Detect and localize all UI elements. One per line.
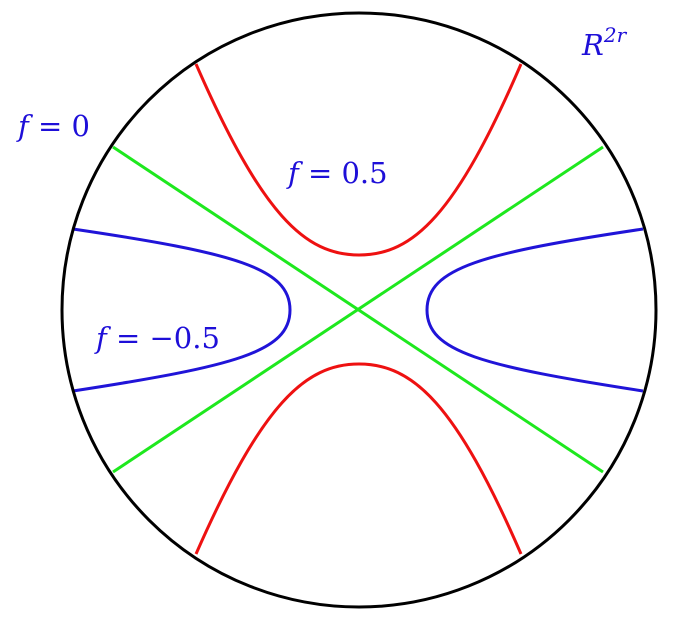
f-positive-label: f = 0.5	[286, 156, 388, 190]
negative-level-curve-right	[425, 227, 644, 393]
zero-level-line-2	[112, 145, 604, 474]
f-zero-label: f = 0	[16, 109, 90, 143]
positive-level-curve-top	[194, 63, 523, 257]
space-label-base: R	[581, 28, 604, 62]
positive-level-curve-bottom	[194, 362, 523, 555]
f-negative-label: f = −0.5	[94, 321, 220, 355]
boundary-circle	[60, 11, 658, 609]
space-label-exponent: 2r	[603, 23, 628, 47]
negative-level-curve-left	[72, 227, 292, 393]
space-label: R2r	[581, 23, 628, 62]
